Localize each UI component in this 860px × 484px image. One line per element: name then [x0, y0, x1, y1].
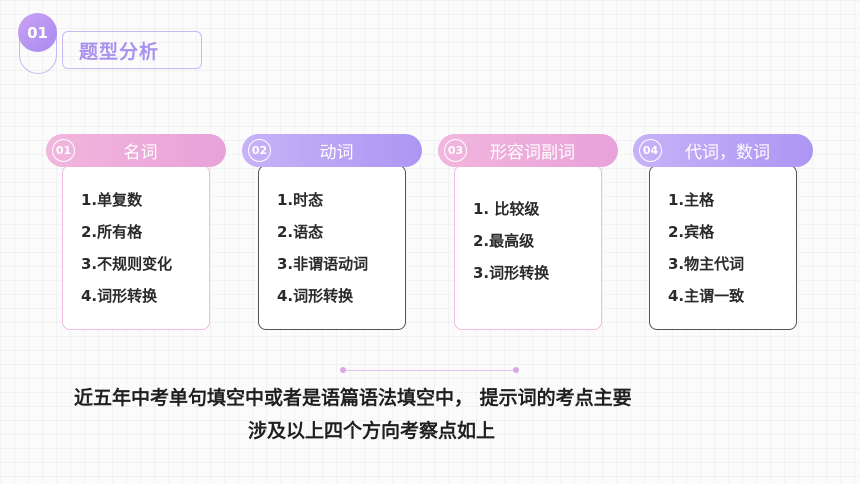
divider-dot: [513, 367, 519, 373]
list-item: 2.语态: [277, 223, 324, 241]
card-adjective-adverb-header: 03 形容词副词: [438, 134, 618, 167]
card-noun-title: 名词: [123, 143, 158, 163]
section-title: 题型分析: [62, 31, 202, 69]
list-item: 4.词形转换: [81, 287, 158, 305]
list-item: 4.词形转换: [277, 287, 354, 305]
divider: [340, 367, 519, 373]
card-noun-number: 01: [52, 139, 75, 162]
list-item: 1. 比较级: [473, 200, 540, 218]
list-item: 3.物主代词: [668, 255, 745, 273]
card-noun: 1.单复数 2.所有格 3.不规则变化 4.词形转换: [62, 165, 210, 330]
summary-line-1: 近五年中考单句填空中或者是语篇语法填空中， 提示词的考点主要: [74, 387, 632, 409]
section-number: 01: [18, 13, 57, 52]
card-verb-list: 1.时态 2.语态 3.非谓语动词 4.词形转换: [277, 184, 368, 312]
list-item: 2.宾格: [668, 223, 715, 241]
card-verb-header: 02 动词: [242, 134, 422, 167]
list-item: 2.最高级: [473, 232, 535, 250]
card-verb-number: 02: [248, 139, 271, 162]
summary-line-2: 涉及以上四个方向考察点如上: [248, 420, 496, 442]
card-pronoun-numeral-title: 代词，数词: [685, 143, 770, 163]
card-pronoun-numeral-number: 04: [639, 139, 662, 162]
section-number-badge: 01: [18, 13, 57, 74]
card-pronoun-numeral-list: 1.主格 2.宾格 3.物主代词 4.主谓一致: [668, 184, 744, 312]
card-adjective-adverb-title: 形容词副词: [490, 143, 575, 163]
list-item: 1.时态: [277, 191, 324, 209]
card-adjective-adverb-number: 03: [444, 139, 467, 162]
card-pronoun-numeral-header: 04 代词，数词: [633, 134, 813, 167]
section-title-text: 题型分析: [79, 40, 160, 63]
card-noun-header: 01 名词: [46, 134, 226, 167]
list-item: 3.非谓语动词: [277, 255, 369, 273]
divider-dot: [340, 367, 346, 373]
list-item: 4.主谓一致: [668, 287, 745, 305]
list-item: 1.单复数: [81, 191, 143, 209]
list-item: 3.不规则变化: [81, 255, 173, 273]
card-verb-title: 动词: [319, 143, 354, 163]
list-item: 1.主格: [668, 191, 715, 209]
card-adjective-adverb: 1. 比较级 2.最高级 3.词形转换: [454, 165, 602, 330]
card-adjective-adverb-list: 1. 比较级 2.最高级 3.词形转换: [473, 193, 549, 289]
list-item: 2.所有格: [81, 223, 143, 241]
list-item: 3.词形转换: [473, 264, 550, 282]
card-noun-list: 1.单复数 2.所有格 3.不规则变化 4.词形转换: [81, 184, 172, 312]
card-verb: 1.时态 2.语态 3.非谓语动词 4.词形转换: [258, 165, 406, 330]
card-pronoun-numeral: 1.主格 2.宾格 3.物主代词 4.主谓一致: [649, 165, 797, 330]
